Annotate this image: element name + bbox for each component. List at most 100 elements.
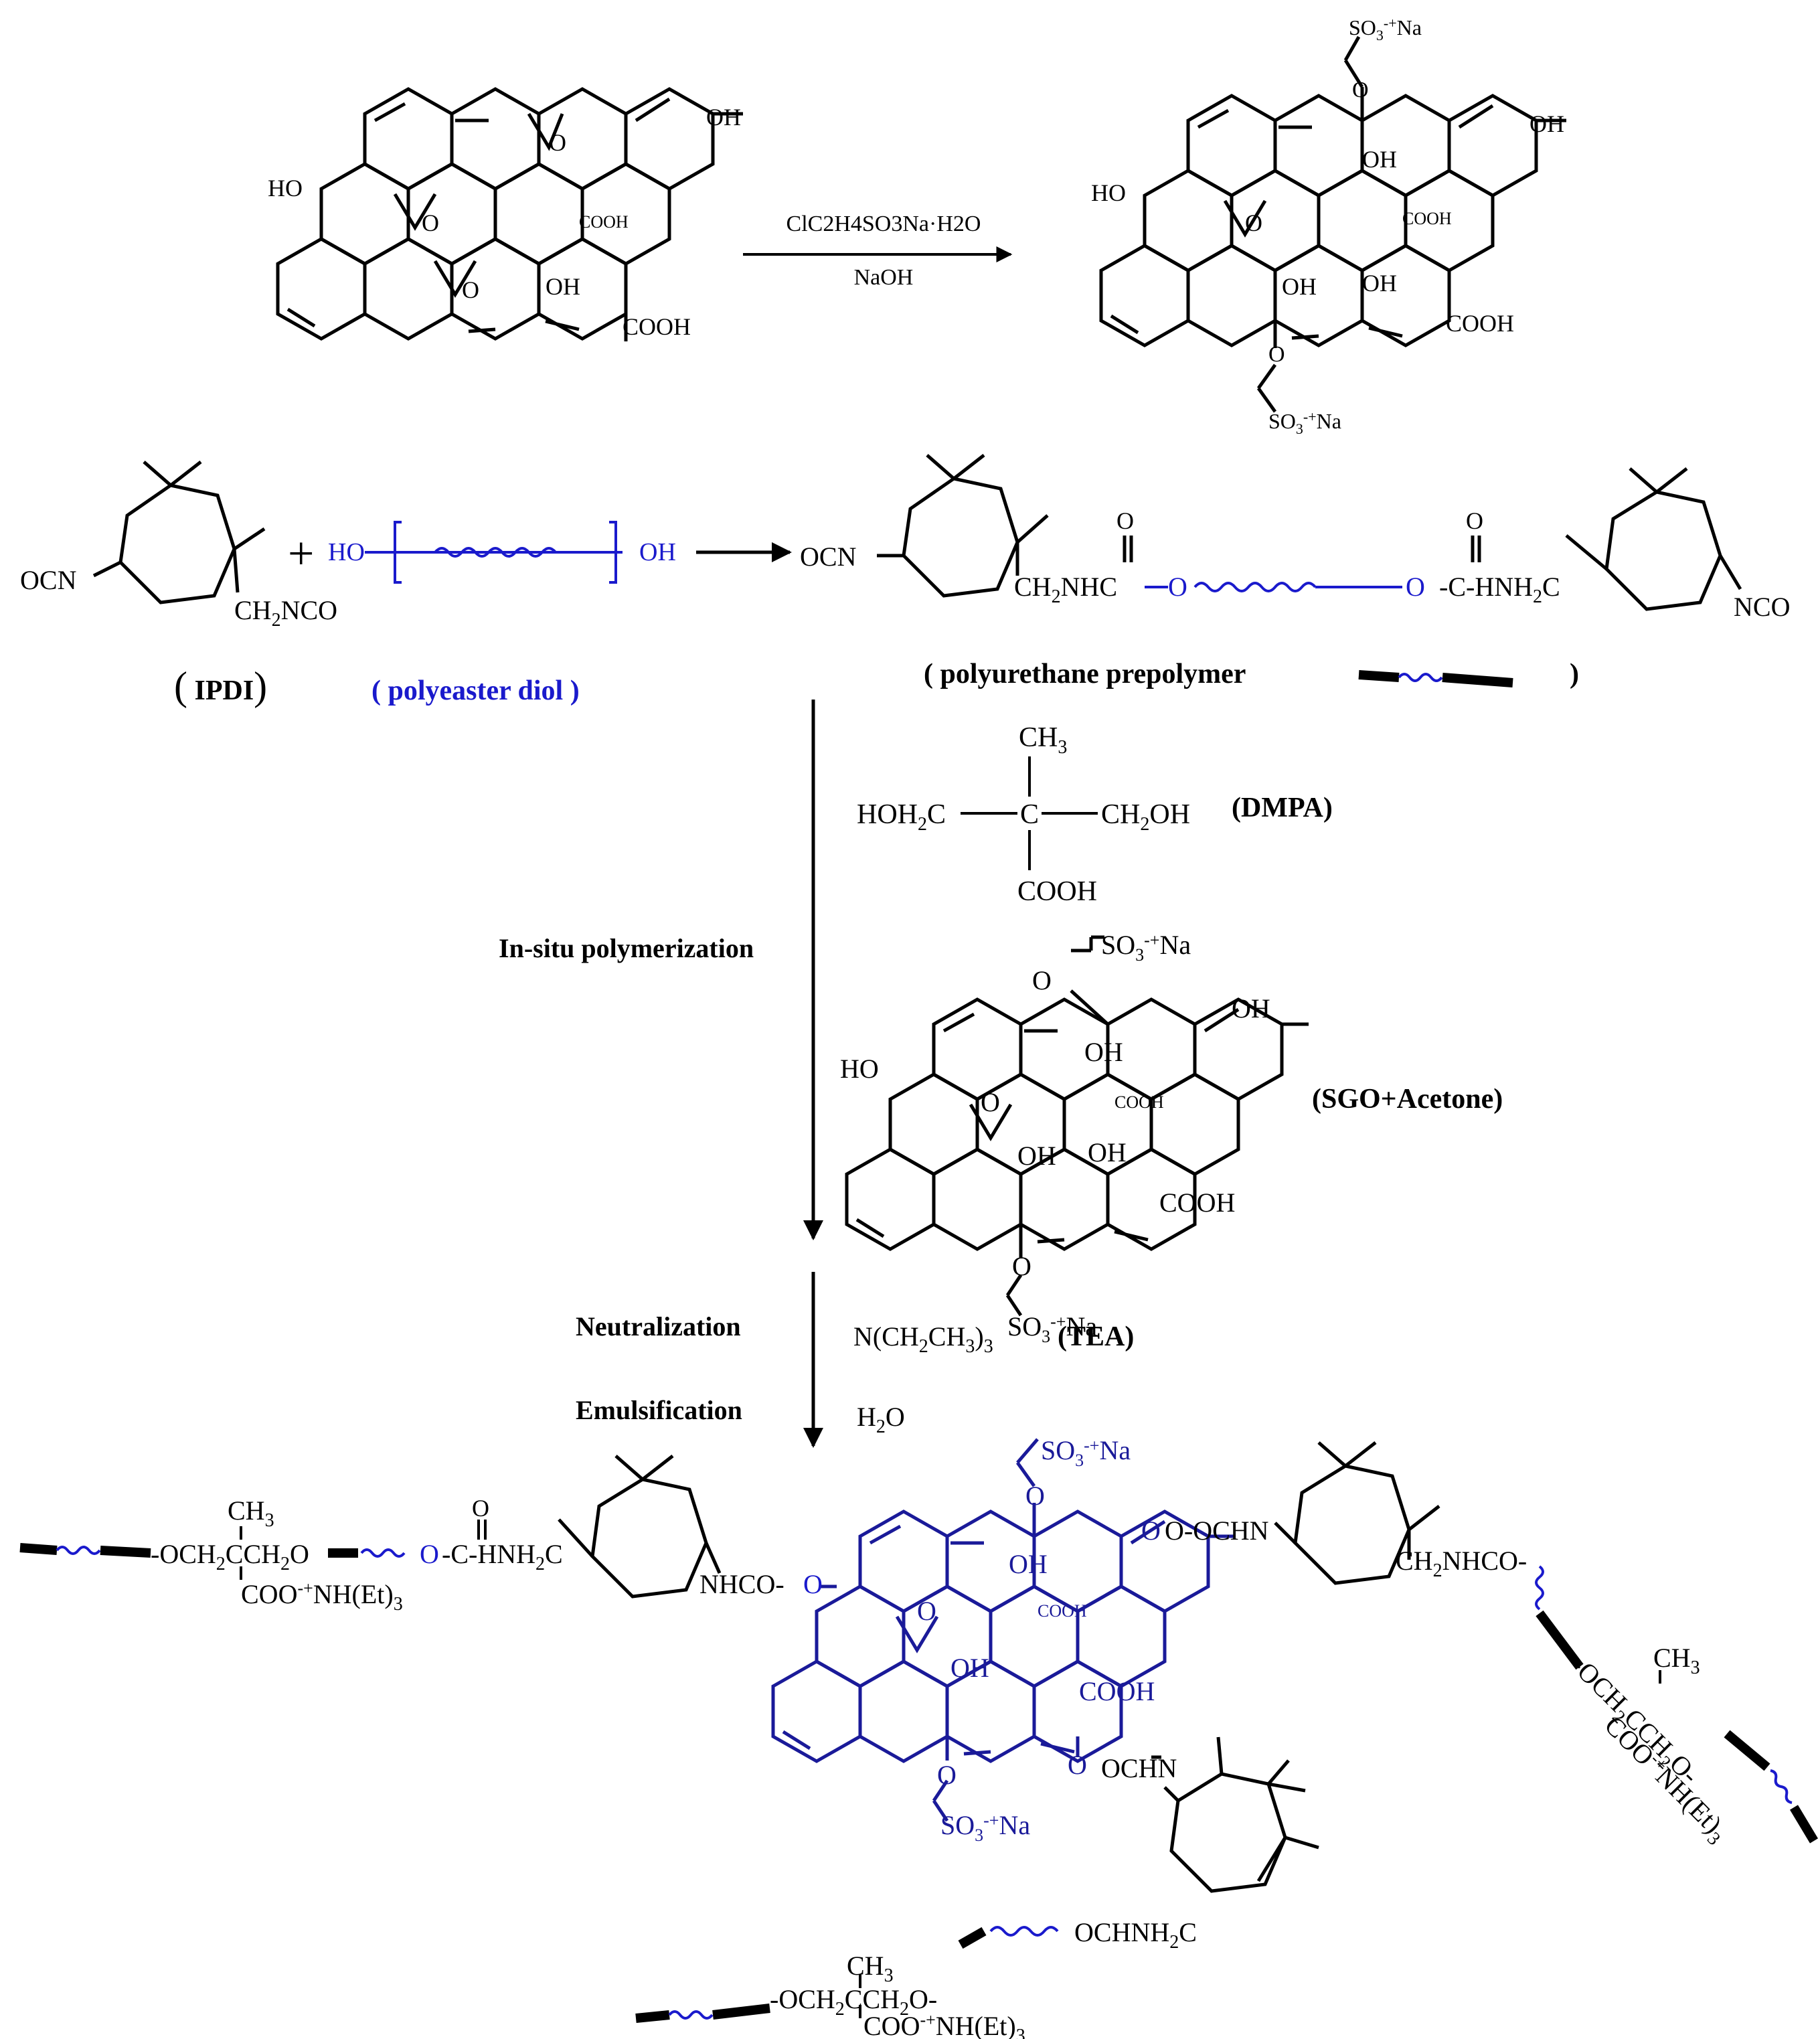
go-oh-top: OH <box>706 104 741 131</box>
product-o-right-top: O <box>1141 1516 1161 1546</box>
go-ring-4 <box>624 87 715 191</box>
product-left-o-blue: O <box>420 1539 439 1569</box>
dmpa-label: (DMPA) <box>1232 793 1333 823</box>
product-bottom-coo-nh: COO-+NH(Et)3 <box>863 2010 1025 2039</box>
product-o-right: O <box>1068 1750 1087 1780</box>
step-emulsification: Emulsification <box>576 1395 742 1425</box>
sgo-mid-ho: HO <box>840 1054 879 1084</box>
sgo-mid-oh-1: OH <box>1084 1037 1123 1067</box>
sgo-bottom-so3na: SO3-+Na <box>1268 408 1341 437</box>
sgo-oh-3: OH <box>1362 270 1397 297</box>
step-neutralization: Neutralization <box>576 1311 741 1341</box>
tea-label: (TEA) <box>1058 1321 1134 1352</box>
product-left-nhco: NHCO- <box>699 1569 784 1599</box>
go-ring-7 <box>493 162 584 266</box>
prepolymer-label: ( polyurethane prepolymer <box>924 659 1246 689</box>
tea-formula: N(CH2CH3)3 <box>853 1321 993 1357</box>
prepolymer-o-blue-2: O <box>1406 572 1425 602</box>
go-epoxy-o-2: O <box>422 210 439 236</box>
product-bottom-branch <box>635 1736 1319 2023</box>
sgo-mid-so3na-top: SO3-+Na <box>1101 930 1191 965</box>
prepolymer-nco: NCO <box>1734 592 1790 622</box>
go-ring-2 <box>450 87 541 191</box>
go-epoxy-o-1: O <box>549 129 566 156</box>
prepolymer-o-1: O <box>1116 507 1134 534</box>
sgo-mid-o-bottom: O <box>1012 1251 1031 1281</box>
prepolymer-structure <box>877 454 1742 611</box>
sgo-oh-1: OH <box>1362 146 1397 173</box>
sgo-bottom-o: O <box>1268 342 1285 367</box>
prepolymer-ocn: OCN <box>800 542 856 572</box>
prepolymer-o-2: O <box>1466 507 1483 534</box>
product-bottom-ochnh2c: OCHNH2C <box>1074 1917 1197 1953</box>
go-ring-1 <box>363 87 454 191</box>
sgo-mid-cooh: COOH <box>1159 1188 1235 1218</box>
polyester-diol-structure <box>365 521 623 584</box>
ipdi-label: ( IPDI) <box>174 664 267 708</box>
water-formula: H2O <box>857 1402 905 1437</box>
graphene-oxide-structure <box>276 87 743 341</box>
sulfonated-graphene-oxide-structure <box>1099 35 1566 413</box>
prepolymer-o-blue-1: O <box>1168 572 1187 602</box>
sgo-top-o: O <box>1352 78 1369 102</box>
product-bottom-ochn: OCHN <box>1101 1753 1177 1783</box>
product-right-o-ochn: O-OCHN <box>1165 1516 1269 1546</box>
product-left-ch3: CH3 <box>228 1495 274 1531</box>
product-cooh-small: COOH <box>1038 1601 1087 1621</box>
diol-label: ( polyeaster diol ) <box>371 675 580 706</box>
product-bottom-ch3: CH3 <box>847 1951 894 1986</box>
sgo-cooh-small: COOH <box>1402 209 1452 228</box>
go-cooh: COOH <box>623 313 691 340</box>
go-epoxy-o-3: O <box>462 276 479 303</box>
sgo-top-so3na: SO3-+Na <box>1349 15 1422 44</box>
sgo-mid-oh-2: OH <box>1017 1141 1056 1171</box>
go-cooh-small: COOH <box>579 212 629 232</box>
sgo-mid-cooh-small: COOH <box>1114 1092 1164 1112</box>
ipdi-ocn: OCN <box>20 565 76 595</box>
ipdi-structure <box>92 461 266 604</box>
product-bottom-och2cch2o: -OCH2CCH2O- <box>770 1984 937 2020</box>
sgo-cooh: COOH <box>1446 310 1514 337</box>
diol-oh: OH <box>639 538 676 566</box>
sgo-acetone-structure <box>845 935 1309 1317</box>
reagent-naoh: NaOH <box>854 265 914 290</box>
product-left-c-hnh2c: -C-HNH2C <box>442 1539 563 1574</box>
product-left-carbonyl-o: O <box>472 1495 489 1522</box>
sgo-mid-o-top: O <box>1032 965 1052 995</box>
dmpa-ch2oh: CH2OH <box>1101 799 1190 835</box>
ipdi-ch2nco: CH2NCO <box>234 595 337 631</box>
product-cooh: COOH <box>1079 1676 1155 1706</box>
product-o-top: O <box>1025 1481 1045 1511</box>
product-left-o-link: O <box>803 1569 823 1599</box>
product-so3na-bottom: SO3-+Na <box>940 1810 1030 1845</box>
reagent-chloroethanesulfonate: ClC2H4SO3Na·H2O <box>787 212 981 236</box>
product-right-ch2nhco: CH2NHCO- <box>1396 1546 1527 1581</box>
sgo-mid-epoxy-o: O <box>981 1087 1000 1117</box>
product-oh-1: OH <box>1009 1549 1048 1579</box>
product-left-branch <box>19 1455 722 1599</box>
sgo-oh-top: OH <box>1529 110 1564 137</box>
product-so3na-top: SO3-+Na <box>1041 1435 1131 1470</box>
dmpa-hoh2c: HOH2C <box>857 799 946 835</box>
product-epoxy-o: O <box>917 1596 936 1626</box>
product-left-coo-nh: COO-+NH(Et)3 <box>241 1578 403 1615</box>
sgo-oh-2: OH <box>1282 273 1317 300</box>
product-left-och2c: -OCH2CCH2O <box>151 1539 309 1574</box>
step-in-situ-polymerization: In-situ polymerization <box>499 933 754 963</box>
go-ho: HO <box>268 175 303 201</box>
diol-ho: HO <box>328 538 365 566</box>
sgo-acetone-label: (SGO+Acetone) <box>1312 1084 1503 1115</box>
go-ring-9 <box>276 237 367 341</box>
dmpa-ch3: CH3 <box>1019 722 1067 758</box>
go-ring-5 <box>319 162 410 266</box>
go-ring-10 <box>363 237 454 341</box>
prepolymer-legend-symbol <box>1358 670 1513 687</box>
prepolymer-c-hnh2c: -C-HNH2C <box>1439 572 1560 607</box>
dmpa-c: C <box>1020 799 1039 830</box>
sgo-mid-oh-top: OH <box>1232 993 1270 1024</box>
prepolymer-label-close: ) <box>1570 659 1579 689</box>
prepolymer-blue-chain <box>1145 582 1402 592</box>
product-oh-2: OH <box>950 1653 989 1683</box>
dmpa-structure <box>961 756 1098 870</box>
product-right-branch <box>1274 1441 1819 1844</box>
